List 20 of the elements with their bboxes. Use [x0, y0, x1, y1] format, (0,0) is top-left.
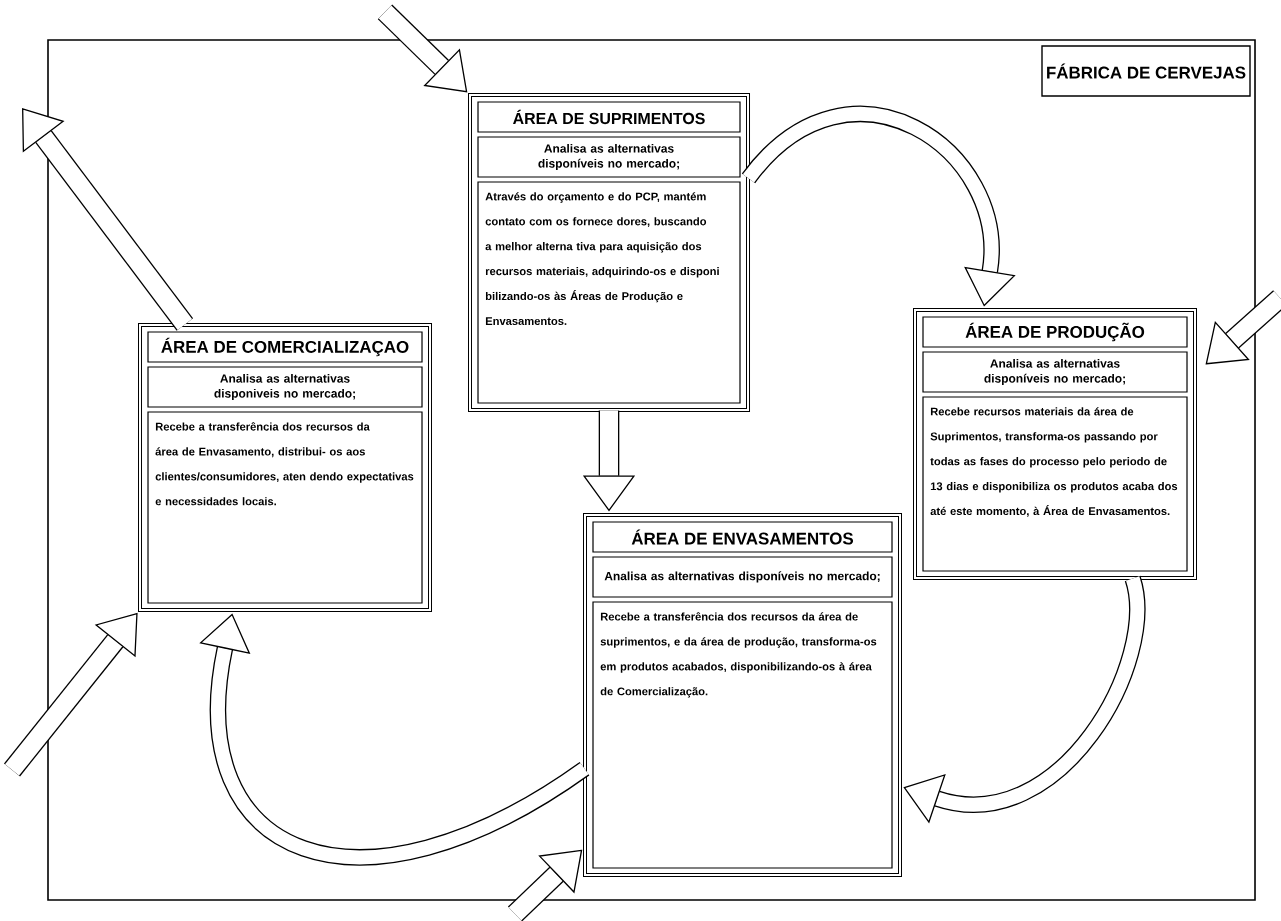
title-box: ÁREA DE COMERCIALIZAÇAO — [147, 331, 423, 363]
block-arrow — [22, 108, 194, 331]
block-arrow — [1205, 290, 1281, 365]
title-box: ÁREA DE SUPRIMENTOS — [477, 101, 741, 133]
subtitle-box: Analisa as alternativas disponíveis no mercado; — [477, 136, 741, 178]
title-box: ÁREA DE PRODUÇÃO — [922, 316, 1188, 348]
subtitle-box: Analisa as alternativas disponiveis no mercado; — [147, 366, 423, 408]
body-box: Através do orçamento e do PCP, mantém contato com os fornece dores, buscando a melhor alterna tiva para aquisição dos recursos materiais, adquirindo-os e disponi bilizando-os às Áreas de Produção e Envasamentos. — [477, 181, 741, 404]
curved-arrow — [199, 613, 589, 865]
body-box: Recebe recursos materiais da área de Suprimentos, transforma-os passando por todas as fases do processo pelo periodo de 13 dias e disponibiliza os produtos acaba dos até este momento, à Área de Envasamentos. — [922, 396, 1188, 572]
curved-arrow — [742, 105, 1016, 307]
block-arrow — [377, 4, 468, 93]
subtitle-box: Analisa as alternativas disponíveis no mercado; — [922, 351, 1188, 393]
title-box: ÁREA DE ENVASAMENTOS — [592, 521, 893, 553]
body-box: Recebe a transferência dos recursos da área de Envasamento, distribui- os aos clientes/consumidores, aten dendo expectativas e necessidades locais. — [147, 411, 423, 604]
heading-box: FÁBRICA DE CERVEJAS — [1041, 45, 1251, 97]
block-arrow — [507, 849, 583, 921]
subtitle-box: Analisa as alternativas disponíveis no mercado; — [592, 556, 893, 598]
body-box: Recebe a transferência dos recursos da área de suprimentos, e da área de produção, transforma-os em produtos acabados, disponibilizando-os à área de Comercialização. — [592, 601, 893, 869]
curved-arrow — [903, 576, 1146, 824]
